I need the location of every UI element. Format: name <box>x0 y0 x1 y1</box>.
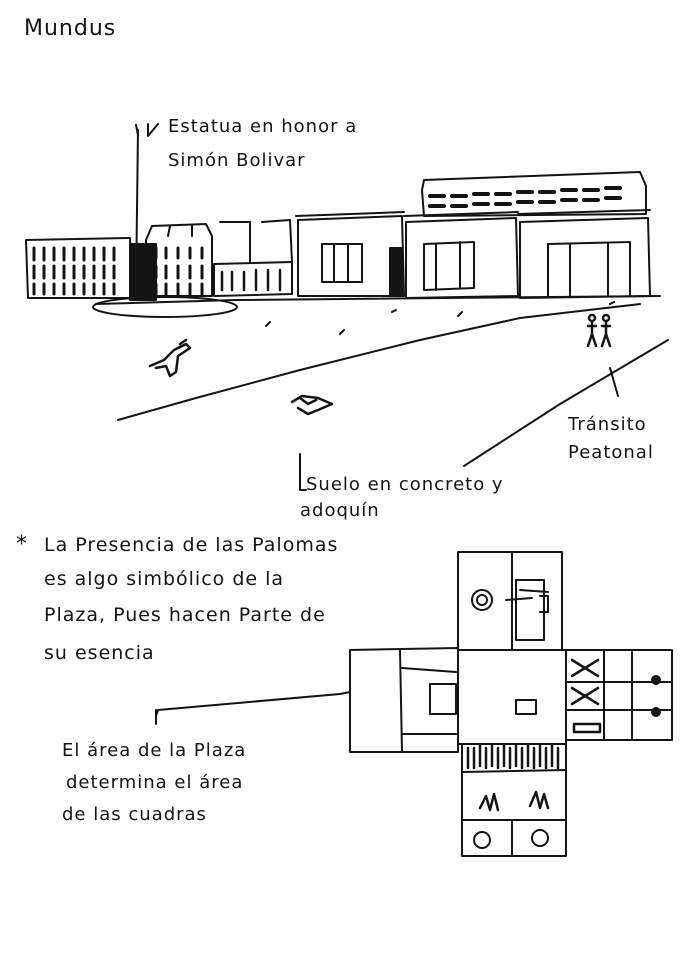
building-ornate <box>145 223 213 297</box>
building-right <box>403 209 651 299</box>
leader-suelo <box>299 453 307 491</box>
floor-label-line2: adoquín <box>300 500 380 521</box>
pedestrian-label-line2: Peatonal <box>568 442 654 463</box>
leader-plan <box>155 691 351 717</box>
page-title: Mundus <box>24 16 117 41</box>
leader-transito <box>609 367 619 397</box>
statue-label-line2: Simón Bolivar <box>168 150 306 171</box>
building-low-middle <box>213 219 293 297</box>
plan-note-line2: determina el área <box>66 772 244 793</box>
plan-note-line3: de las cuadras <box>62 804 207 825</box>
pigeon-1 <box>148 338 192 378</box>
plaza-plan <box>349 551 673 857</box>
statue-monument <box>92 124 238 318</box>
pigeon-2 <box>290 394 334 416</box>
floor-label-line1: Suelo en concreto y <box>306 474 504 495</box>
building-left-block <box>25 237 133 299</box>
note-bullet-star: * <box>16 532 28 557</box>
ground-lines <box>95 295 669 467</box>
building-tall-back <box>421 171 647 217</box>
statue-label-line1: Estatua en honor a <box>168 116 358 137</box>
leader-estatua <box>147 123 159 137</box>
pedestrians <box>586 313 612 348</box>
note-line1: La Presencia de las Palomas <box>44 534 339 556</box>
note-line4: su esencia <box>44 642 155 664</box>
plan-note-line1: El área de la Plaza <box>62 740 247 761</box>
note-line2: es algo simbólico de la <box>44 568 285 590</box>
note-line3: Plaza, Pues hacen Parte de <box>44 604 326 626</box>
building-center <box>295 211 405 297</box>
pedestrian-label-line1: Tránsito <box>568 414 647 435</box>
